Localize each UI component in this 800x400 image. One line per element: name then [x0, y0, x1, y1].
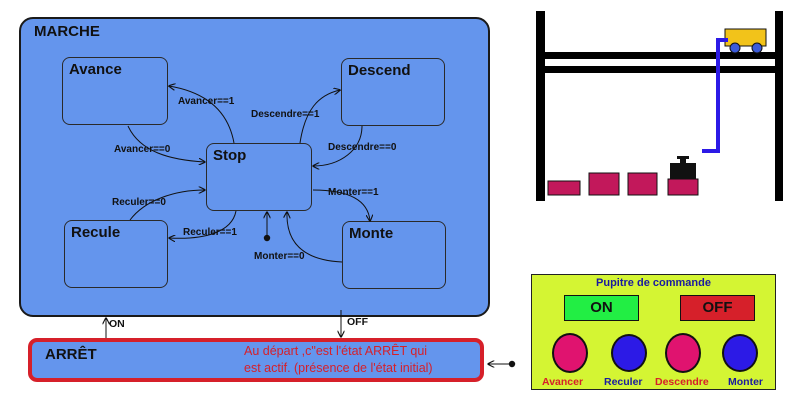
- state-recule-label: Recule: [71, 224, 121, 241]
- crate-4: [667, 178, 699, 196]
- state-avance-label: Avance: [69, 61, 122, 78]
- reculer-label: Reculer: [604, 376, 643, 388]
- hoist-cable: [716, 38, 720, 153]
- initial-dot-arret: [508, 360, 516, 368]
- state-stop: Stop: [206, 143, 312, 211]
- hoist-bar: [716, 38, 728, 42]
- load-handle: [680, 156, 686, 164]
- off-button-label: OFF: [702, 299, 733, 316]
- gantry-crane-illustration: [536, 11, 783, 201]
- lower-rail: [536, 66, 783, 73]
- label-monter-0: Monter==0: [254, 251, 305, 262]
- reculer-button[interactable]: [611, 334, 647, 372]
- cart-wheel-right: [751, 42, 763, 54]
- state-monte-label: Monte: [349, 225, 394, 242]
- state-recule: Recule: [64, 220, 168, 288]
- state-descend-label: Descend: [348, 62, 411, 79]
- marche-title: MARCHE: [34, 23, 100, 40]
- on-button[interactable]: ON: [564, 295, 639, 321]
- label-off: OFF: [347, 316, 368, 328]
- state-monte: Monte: [342, 221, 446, 289]
- crate-1: [547, 180, 581, 196]
- label-descendre-0: Descendre==0: [328, 142, 397, 153]
- load-handle-top: [677, 156, 689, 159]
- label-on: ON: [109, 318, 125, 330]
- panel-title: Pupitre de commande: [596, 277, 711, 289]
- avancer-label: Avancer: [542, 376, 584, 388]
- state-descend: Descend: [341, 58, 445, 126]
- left-upright: [536, 11, 545, 201]
- label-avancer-1: Avancer==1: [178, 96, 235, 107]
- label-descendre-1: Descendre==1: [251, 109, 320, 120]
- cart-wheel-left: [729, 42, 741, 54]
- arret-note-line1: Au départ ,c"est l'état ARRÊT qui: [244, 344, 428, 358]
- descendre-button[interactable]: [665, 333, 701, 373]
- load-block: [670, 163, 696, 179]
- crate-2: [588, 172, 620, 196]
- crate-3: [627, 172, 658, 196]
- state-avance: Avance: [62, 57, 168, 125]
- monter-label: Monter: [728, 376, 763, 388]
- label-monter-1: Monter==1: [328, 187, 379, 198]
- hoist-hook: [702, 149, 718, 153]
- upper-rail: [536, 52, 783, 59]
- avancer-button[interactable]: [552, 333, 588, 373]
- label-avancer-0: Avancer==0: [114, 144, 171, 155]
- arret-title: ARRÊT: [45, 346, 97, 363]
- crane-cart: [724, 28, 767, 47]
- arret-note-line2: est actif. (présence de l'état initial): [244, 361, 433, 375]
- descendre-label: Descendre: [655, 376, 709, 388]
- right-upright: [775, 11, 783, 201]
- arret-state: ARRÊT Au départ ,c"est l'état ARRÊT qui …: [28, 338, 484, 382]
- on-button-label: ON: [590, 299, 613, 316]
- state-stop-label: Stop: [213, 147, 247, 164]
- monter-button[interactable]: [722, 334, 758, 372]
- label-reculer-0: Reculer==0: [112, 197, 166, 208]
- off-button[interactable]: OFF: [680, 295, 755, 321]
- control-panel: Pupitre de commande ON OFF Avancer Recul…: [531, 274, 776, 390]
- label-reculer-1: Reculer==1: [183, 227, 237, 238]
